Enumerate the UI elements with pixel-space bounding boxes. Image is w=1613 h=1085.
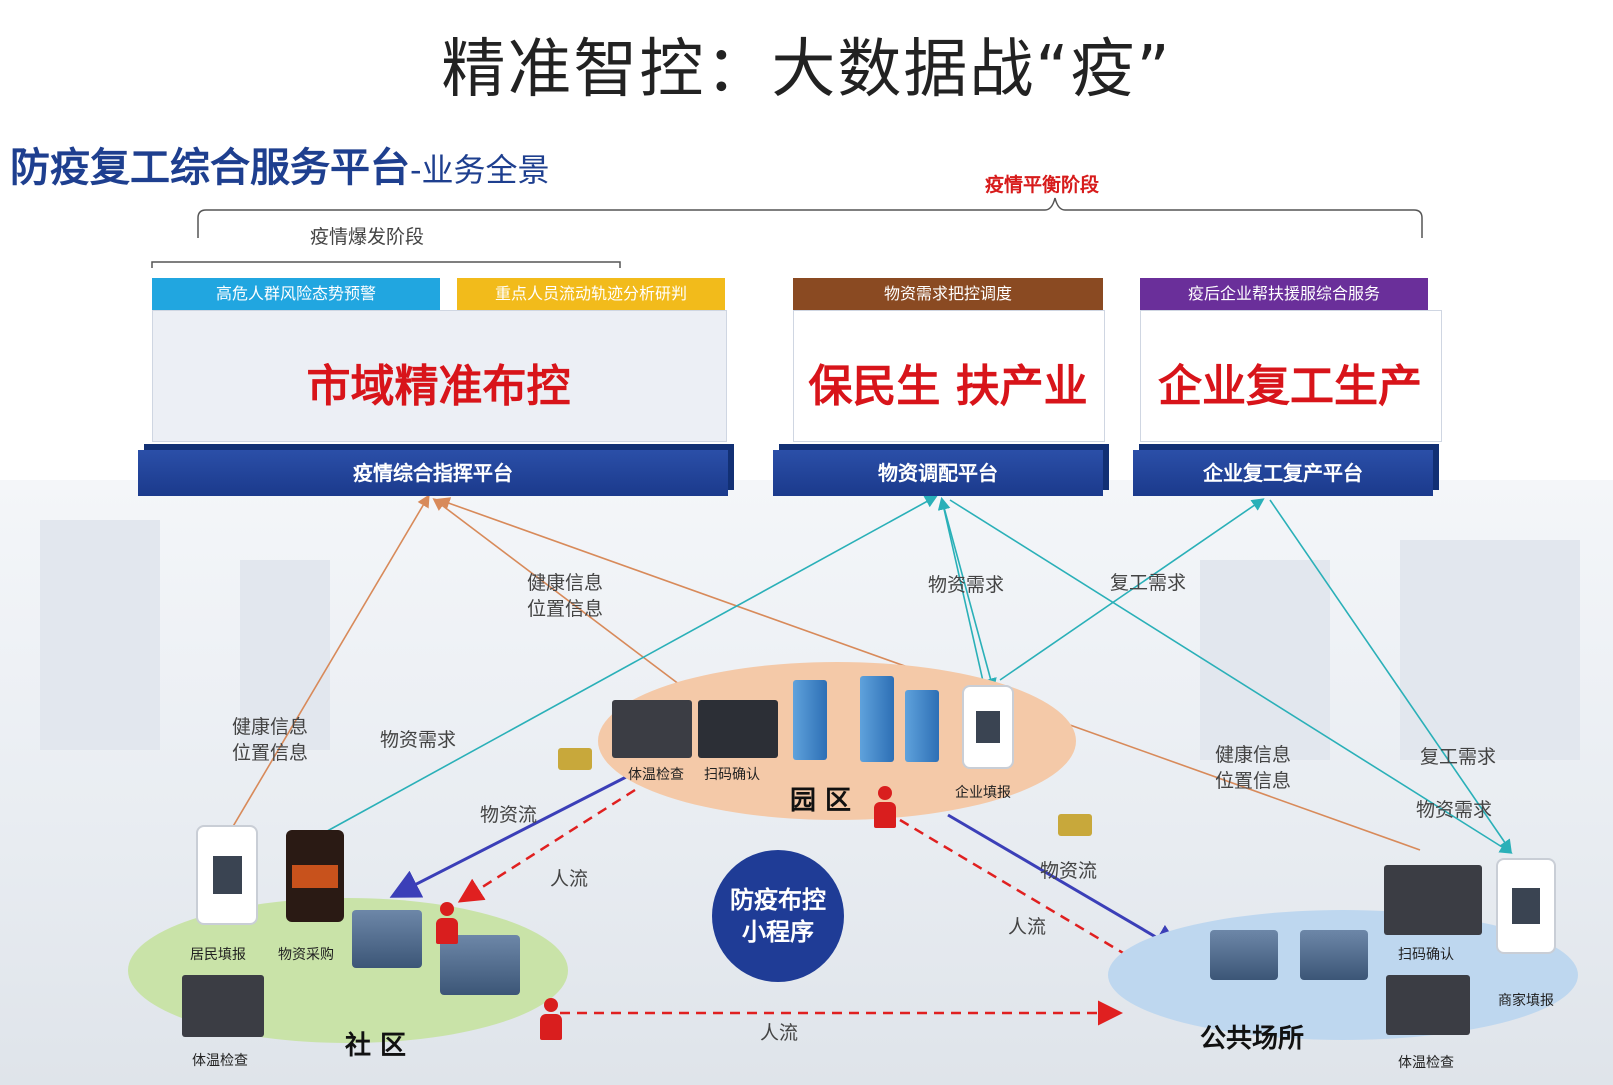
card-enterprise-resume-title: 企业复工生产 <box>1158 361 1422 412</box>
platform-enterprise-resume: 企业复工复产平台 <box>1133 450 1433 496</box>
comm-temp-caption: 体温检查 <box>192 1053 248 1069</box>
park-report-caption: 企业填报 <box>955 785 1011 801</box>
park-scan-photo <box>698 700 778 758</box>
comm-temperature-photo <box>182 975 264 1037</box>
label-return-need: 复工需求 <box>1110 572 1187 594</box>
platform-material-dispatch: 物资调配平台 <box>773 450 1103 496</box>
community-zone-label: 社 区 <box>345 1031 407 1061</box>
community-building <box>440 935 520 995</box>
tag-key-person-trajectory: 重点人员流动轨迹分析研判 <box>457 278 725 310</box>
tag-high-risk-warning: 高危人群风险态势预警 <box>152 278 440 310</box>
public-place-building <box>1300 930 1368 980</box>
prevention-app-badge: 防疫布控小程序 <box>712 850 844 982</box>
background-building <box>1400 540 1580 760</box>
public-place-building <box>1210 930 1278 980</box>
platform-title: 防疫复工综合服务平台-业务全景 <box>10 135 550 193</box>
platform-title-suffix: -业务全景 <box>410 151 550 189</box>
label-people-flow-left: 人流 <box>550 868 589 890</box>
main-title: 精准智控：大数据战“疫” <box>441 33 1172 107</box>
person-icon <box>540 998 562 1040</box>
pub-scan-caption: 扫码确认 <box>1398 947 1454 963</box>
label-position-info-right: 位置信息 <box>1215 770 1292 792</box>
card-city-control-title: 市域精准布控 <box>306 361 571 412</box>
label-material-flow-right: 物资流 <box>1040 860 1098 882</box>
label-material-need-left: 物资需求 <box>380 729 457 751</box>
card-livelihood-title: 保民生 扶产业 <box>808 361 1088 412</box>
park-zone-label: 园 区 <box>790 786 852 816</box>
supply-truck-icon <box>558 748 592 770</box>
person-icon <box>436 902 458 944</box>
label-health-info-left: 健康信息 <box>232 716 309 738</box>
tag-material-control: 物资需求把控调度 <box>793 278 1103 310</box>
label-position-info: 位置信息 <box>527 598 604 620</box>
comm-purchase-caption: 物资采购 <box>278 947 334 963</box>
label-people-flow-right: 人流 <box>1008 916 1047 938</box>
label-health-info: 健康信息 <box>527 572 604 594</box>
card-city-control <box>152 310 727 442</box>
stage-balance-label: 疫情平衡阶段 <box>985 174 1100 196</box>
stage-outbreak-label: 疫情爆发阶段 <box>310 226 425 248</box>
material-purchase-poster <box>286 830 344 922</box>
label-people-flow-bottom: 人流 <box>760 1022 799 1044</box>
resident-report-phone <box>196 825 258 925</box>
platform-epidemic-command: 疫情综合指挥平台 <box>138 450 728 496</box>
community-building <box>352 910 422 968</box>
app-line-1: 防疫布控 <box>730 886 826 914</box>
public-zone-label: 公共场所 <box>1200 1024 1305 1054</box>
label-material-need: 物资需求 <box>928 574 1005 596</box>
park-building <box>860 676 894 762</box>
supply-truck-icon <box>1058 814 1092 836</box>
card-livelihood <box>793 310 1105 442</box>
label-material-flow-left: 物资流 <box>480 804 538 826</box>
park-temperature-photo <box>612 700 692 758</box>
merchant-report-phone <box>1496 858 1556 954</box>
background-building <box>40 520 160 750</box>
label-material-need-right: 物资需求 <box>1416 799 1493 821</box>
comm-report-caption: 居民填报 <box>190 947 246 963</box>
park-temp-caption: 体温检查 <box>628 767 684 783</box>
background-building <box>240 560 330 750</box>
pub-report-caption: 商家填报 <box>1498 993 1554 1009</box>
app-line-2: 小程序 <box>742 918 814 946</box>
park-building <box>905 690 939 762</box>
platform-title-main: 防疫复工综合服务平台 <box>10 145 410 191</box>
background-building <box>1200 560 1330 760</box>
public-scan-photo <box>1384 865 1482 935</box>
park-report-phone <box>962 685 1014 769</box>
person-icon <box>874 786 896 828</box>
pub-temp-caption: 体温检查 <box>1398 1055 1454 1071</box>
label-return-need-right: 复工需求 <box>1420 746 1497 768</box>
park-building <box>793 680 827 760</box>
label-health-info-right: 健康信息 <box>1215 744 1292 766</box>
public-temperature-photo <box>1386 975 1470 1035</box>
card-enterprise-resume <box>1140 310 1442 442</box>
tag-enterprise-support: 疫后企业帮扶援服综合服务 <box>1140 278 1428 310</box>
park-scan-caption: 扫码确认 <box>704 767 760 783</box>
label-position-info-left: 位置信息 <box>232 742 309 764</box>
